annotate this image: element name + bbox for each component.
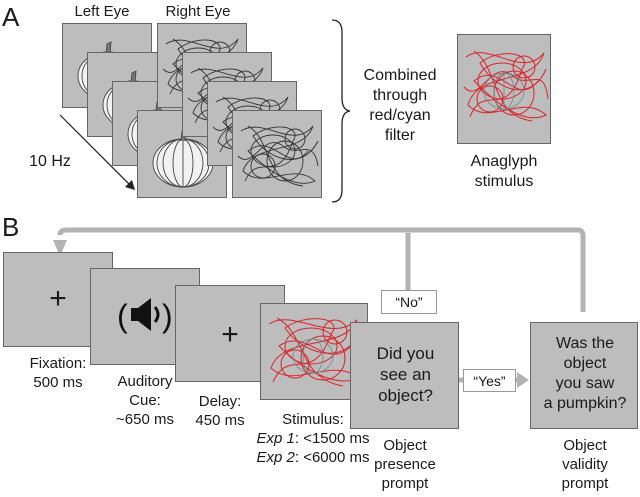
svg-text:): ) — [162, 298, 173, 334]
stimulus-label: Stimulus: Exp 1: <1500 ms Exp 2: <6000 m… — [256, 411, 370, 466]
combine-bracket — [331, 19, 351, 203]
presence-label: Object presence prompt — [374, 437, 436, 492]
validity-prompt-frame: Was the object you saw a pumpkin? — [530, 322, 638, 429]
time-arrow — [59, 114, 135, 190]
anaglyph-frame — [457, 34, 551, 144]
panel-b-letter: B — [2, 212, 20, 242]
fixation-label: Fixation: 500 ms — [29, 355, 87, 391]
presence-question: Did you see an object? — [376, 344, 435, 405]
answer-yes-box: “Yes” — [463, 369, 516, 392]
combined-text: Combined through red/cyan filter — [363, 67, 437, 144]
anaglyph-label: Anaglyph stimulus — [470, 153, 538, 190]
presence-prompt-frame: Did you see an object? — [350, 322, 459, 429]
right-eye-frame-4 — [232, 110, 322, 198]
fixation-cross: + — [49, 282, 67, 315]
svg-text:(: ( — [117, 298, 128, 334]
delay-label: Delay: 450 ms — [195, 393, 245, 429]
speaker-icon: ( ) — [117, 298, 173, 334]
validity-label: Object validity prompt — [561, 437, 609, 492]
right-eye-label: Right Eye — [165, 3, 231, 20]
answer-no-box: “No” — [381, 290, 437, 314]
left-eye-label: Left Eye — [74, 3, 130, 20]
validity-question: Was the object you saw a pumpkin? — [543, 335, 627, 412]
delay-cross: + — [221, 318, 239, 351]
rate-label: 10 Hz — [29, 153, 71, 170]
panel-a-letter: A — [2, 2, 20, 32]
auditory-label: Auditory Cue: ~650 ms — [116, 373, 174, 428]
